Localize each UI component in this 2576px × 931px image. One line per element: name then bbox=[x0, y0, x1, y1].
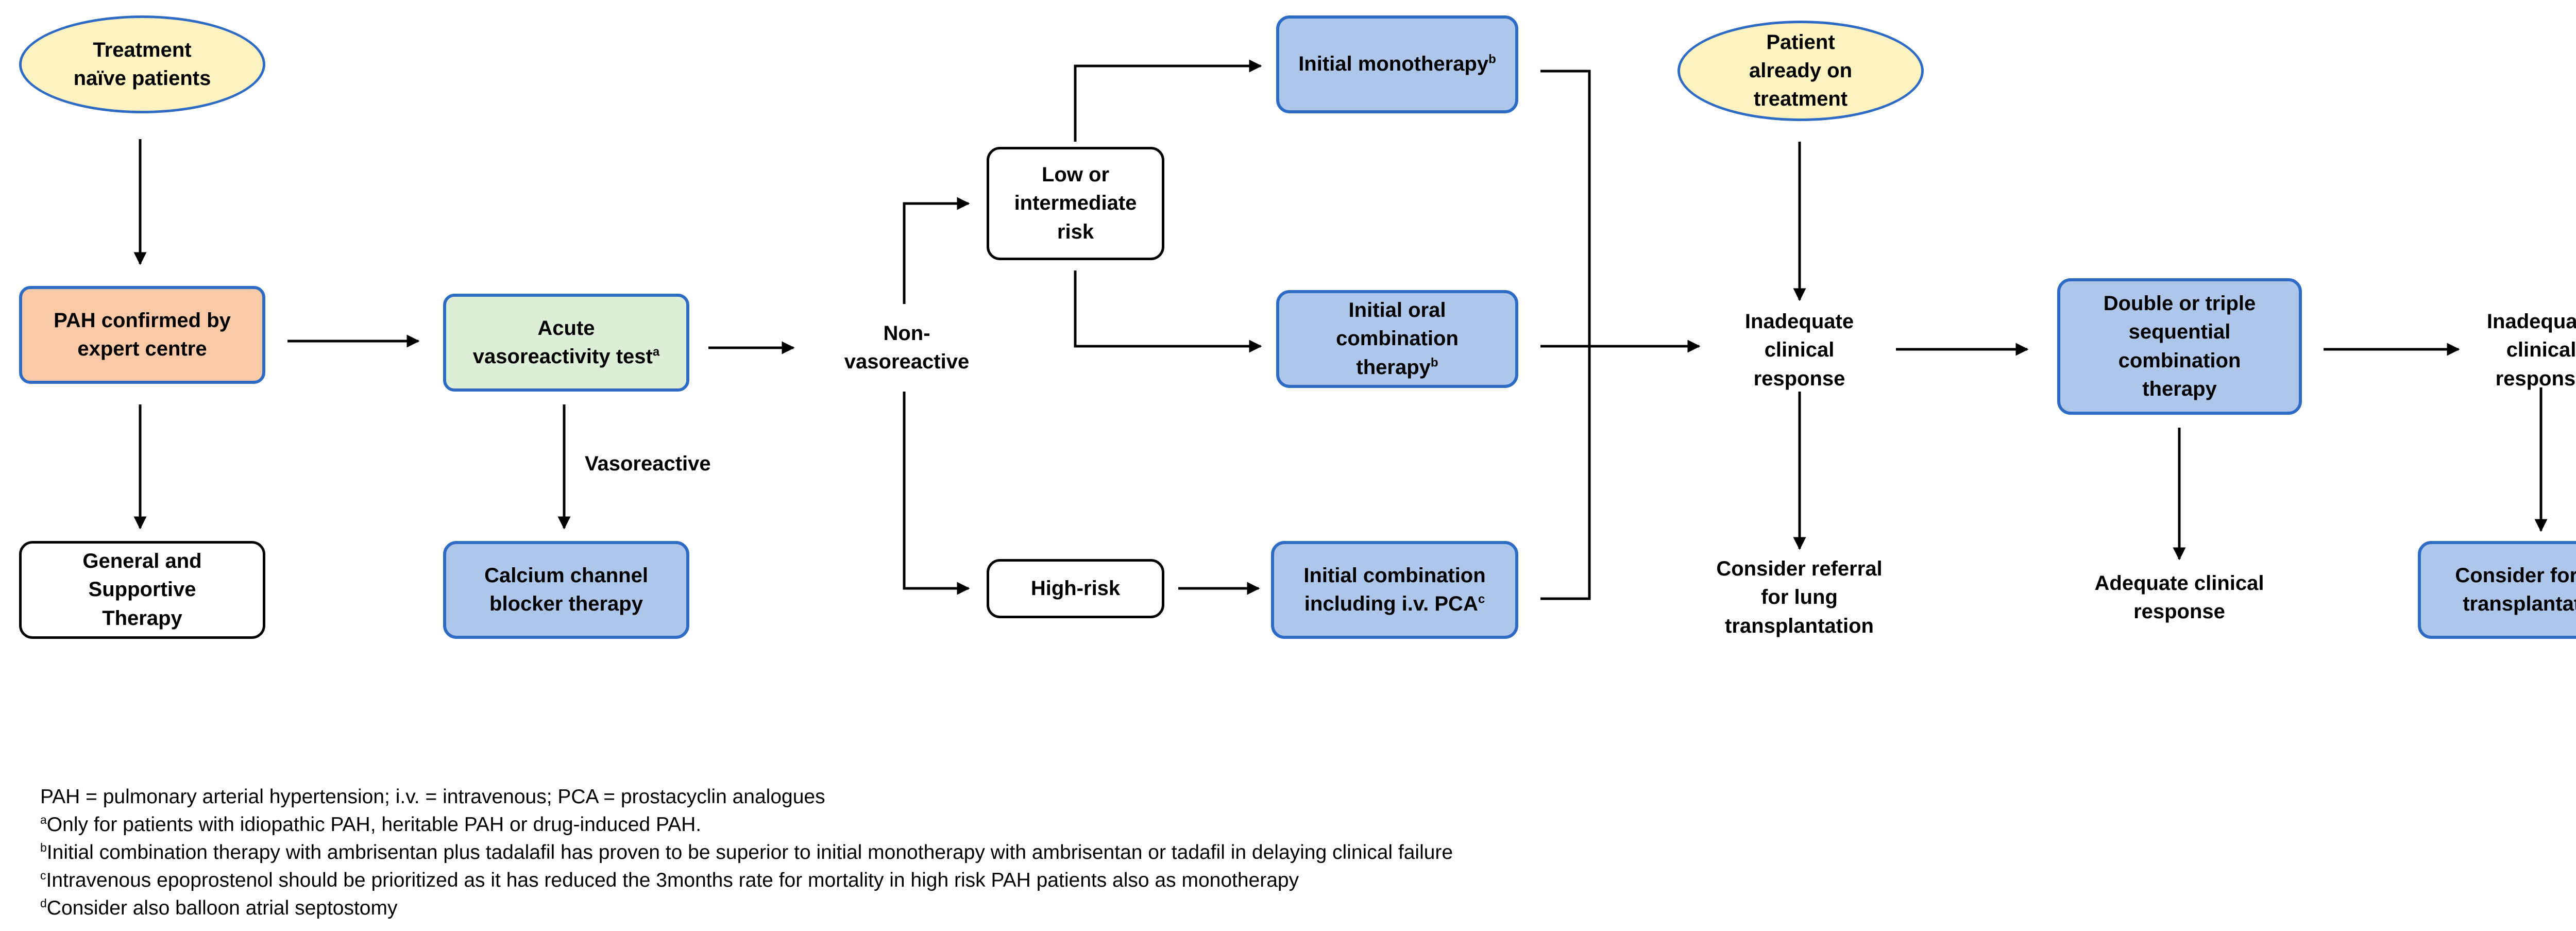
footnote-a: aOnly for patients with idiopathic PAH, … bbox=[40, 813, 702, 836]
footnotes: PAH = pulmonary arterial hypertension; i… bbox=[40, 783, 1453, 922]
general-supportive-label: General and Supportive Therapy bbox=[82, 550, 202, 630]
acute-vasotest-node: Acute vasoreactivity testa bbox=[443, 294, 689, 392]
arrow-nonvaso-to-lowrisk bbox=[903, 197, 970, 304]
consider-lung-tx-label: Consider for lung transplantation bbox=[2455, 564, 2576, 615]
high-risk-label: High-risk bbox=[1030, 577, 1121, 600]
footnote-b: bInitial combination therapy with ambris… bbox=[40, 841, 1453, 864]
initial-monotherapy-node: Initial monotherapyb bbox=[1276, 15, 1518, 113]
consider-referral-label: Consider referral for lung transplantati… bbox=[1716, 557, 1883, 637]
acute-vasotest-label: Acute vasoreactivity test bbox=[472, 316, 653, 368]
pah-confirmed-label: PAH confirmed by expert centre bbox=[54, 309, 231, 360]
low-intermediate-risk-label: Low or intermediate risk bbox=[1014, 163, 1137, 243]
pah-confirmed-node: PAH confirmed by expert centre bbox=[19, 286, 265, 384]
arrow-lowrisk-to-oralcombo bbox=[1074, 270, 1262, 353]
non-vasoreactive-label: Non-vasoreactive bbox=[844, 321, 970, 373]
vasoreactive-edge-label: Vasoreactive bbox=[585, 452, 711, 475]
bracket-therapies bbox=[1540, 70, 1591, 600]
inadequate-response-1-label: Inadequate clinical response bbox=[1744, 310, 1854, 390]
footnote-d: dConsider also balloon atrial septostomy bbox=[40, 896, 398, 919]
inadequate-response-1-node: Inadequate clinical response bbox=[1710, 310, 1888, 390]
patient-on-treatment-node: Patient already on treatment bbox=[1677, 21, 1924, 121]
footnote-marker-a: a bbox=[652, 345, 660, 359]
footnote-marker-c: c bbox=[1478, 592, 1485, 606]
patient-on-treatment-label: Patient already on treatment bbox=[1749, 30, 1853, 111]
ccb-therapy-label: Calcium channel blocker therapy bbox=[484, 564, 648, 615]
arrow-nonvaso-to-highrisk bbox=[903, 392, 970, 595]
double-triple-node: Double or triple sequential combination … bbox=[2057, 278, 2302, 415]
initial-oral-combination-label: Initial oral combination therapy bbox=[1336, 299, 1459, 379]
high-risk-node: High-risk bbox=[987, 559, 1164, 618]
double-triple-label: Double or triple sequential combination … bbox=[2103, 292, 2256, 400]
treatment-naive-node: Treatment naïve patients bbox=[19, 15, 265, 113]
consider-lung-tx-node: Consider for lung transplantationd bbox=[2418, 541, 2576, 639]
initial-monotherapy-label: Initial monotherapy bbox=[1298, 53, 1489, 76]
ccb-therapy-node: Calcium channel blocker therapy bbox=[443, 541, 689, 639]
low-intermediate-risk-node: Low or intermediate risk bbox=[987, 147, 1164, 260]
footnote-marker-b: b bbox=[1488, 53, 1496, 67]
general-supportive-node: General and Supportive Therapy bbox=[19, 541, 265, 639]
footnote-abbreviations: PAH = pulmonary arterial hypertension; i… bbox=[40, 786, 825, 808]
adequate-response-node: Adequate clinical response bbox=[2081, 559, 2277, 636]
initial-combination-iv-label: Initial combination including i.v. PCA bbox=[1303, 564, 1486, 615]
adequate-response-label: Adequate clinical response bbox=[2094, 571, 2264, 623]
footnote-marker-b-2: b bbox=[1430, 356, 1438, 370]
initial-combination-iv-node: Initial combination including i.v. PCAc bbox=[1271, 541, 1518, 639]
inadequate-response-2-node: Inadequate clinical response bbox=[2452, 310, 2576, 390]
treatment-naive-label: Treatment naïve patients bbox=[73, 38, 211, 90]
non-vasoreactive-node: Non-vasoreactive bbox=[824, 309, 989, 386]
inadequate-response-2-label: Inadequate clinical response bbox=[2486, 310, 2576, 390]
footnote-c: cIntravenous epoprostenol should be prio… bbox=[40, 869, 1299, 891]
arrow-lowrisk-to-monotherapy bbox=[1074, 59, 1262, 142]
initial-oral-combination-node: Initial oral combination therapyb bbox=[1276, 290, 1518, 388]
consider-referral-node: Consider referral for lung transplantati… bbox=[1690, 557, 1909, 637]
